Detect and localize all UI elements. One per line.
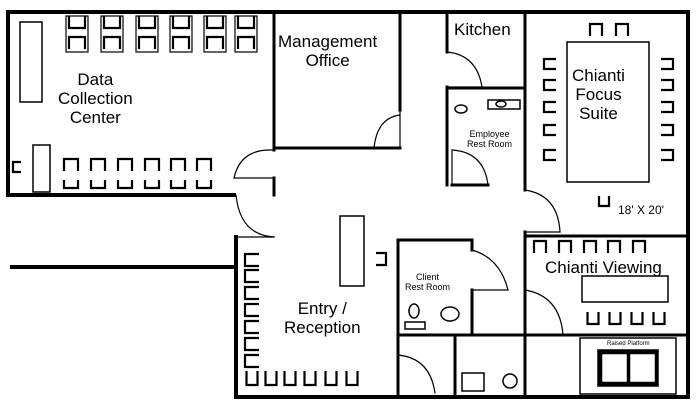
interior-walls [272,10,690,399]
chair-icon [606,239,622,253]
chair-icon [303,371,317,387]
management-line2: Office [305,51,350,71]
door-swings [233,51,564,394]
workstation-desk [135,15,159,53]
chair-icon [661,123,675,137]
chair-icon [171,35,191,49]
chair-icon [62,157,80,171]
workstation-desk [203,15,227,53]
chair-icon [557,239,573,253]
chair-icon [205,35,225,49]
chair-icon [283,371,297,387]
entry-line2: Reception [284,318,361,338]
employee-restroom-line2: Rest Room [467,139,513,150]
chair-icon [243,252,259,268]
chianti-viewing-label: Chianti Viewing [545,258,662,277]
chair-icon [376,251,388,267]
chair-icon [137,16,157,30]
furniture [19,21,677,395]
chair-icon [631,239,647,253]
chair-icon [236,16,256,30]
management-line1: Management [278,32,378,51]
data-collection-line3: Center [69,108,121,128]
chair-icon [137,35,157,49]
chair-icon [102,35,122,49]
client-restroom-line1: Client [416,272,440,282]
chair-icon [243,268,259,284]
chair-icon [582,239,598,253]
workstation-desk [65,15,89,53]
chair-icon [143,180,161,190]
chair-icon [67,16,87,30]
chair-icon [264,371,278,387]
chair-icon [243,319,259,335]
chair-icon [89,157,107,171]
chair-icon [532,239,548,253]
chair-icon [116,157,134,171]
chair-icon [597,196,611,208]
chair-icon [195,180,213,190]
employee-restroom-label: Employee Rest Room [467,129,512,149]
chairs [11,15,675,387]
chair-icon [62,180,80,190]
chair-icon [324,371,338,387]
data-collection-center-label: Data Collection Center [58,70,133,127]
entry-reception-label: Entry / Reception [284,299,361,337]
chair-icon [245,371,259,387]
entry-line1: Entry / [297,299,347,318]
raised-platform-label: Raised Platform [607,341,650,347]
chair-icon [345,371,359,387]
chair-icon [661,78,675,92]
focus-suite-dimensions: 18' X 20' [618,203,664,217]
chair-icon [169,157,187,171]
employee-restroom-line1: Employee [469,129,510,139]
chair-icon [243,302,259,318]
chair-icon [586,312,600,326]
chair-icon [661,100,675,114]
chair-icon [67,35,87,49]
focus-suite-line2: Focus [575,85,622,105]
chianti-focus-suite-label: Chianti Focus Suite [572,66,625,123]
chair-icon [243,336,259,352]
chair-icon [102,16,122,30]
chair-icon [630,312,644,326]
chair-icon [661,148,675,162]
data-collection-line2: Collection [58,89,133,109]
chair-icon [116,180,134,190]
workstation-desk [100,15,124,53]
chair-icon [236,35,256,49]
chair-icon [608,312,622,326]
client-restroom-label: Client Rest Room [405,272,450,292]
chair-icon [661,57,675,71]
chair-icon [542,57,556,71]
chair-icon [205,16,225,30]
chair-icon [542,148,556,162]
management-office-label: Management Office [278,32,377,70]
chair-icon [195,157,213,171]
kitchen-label: Kitchen [454,20,511,39]
chair-icon [171,16,191,30]
chair-icon [588,22,604,36]
chair-icon [614,22,630,36]
workstation-desk [169,15,193,53]
chair-icon [143,157,161,171]
focus-suite-line1: Chianti [572,66,625,85]
chair-icon [542,123,556,137]
outer-walls [6,10,690,399]
data-collection-line1: Data [77,70,114,89]
chair-icon [542,78,556,92]
workstation-desk [234,15,258,53]
chair-icon [243,285,259,301]
chair-icon [652,312,666,326]
chair-icon [542,100,556,114]
focus-suite-line3: Suite [579,104,618,124]
chair-icon [11,160,21,174]
chair-icon [243,353,259,369]
client-restroom-line2: Rest Room [405,282,451,293]
chair-icon [89,180,107,190]
chair-icon [169,180,187,190]
